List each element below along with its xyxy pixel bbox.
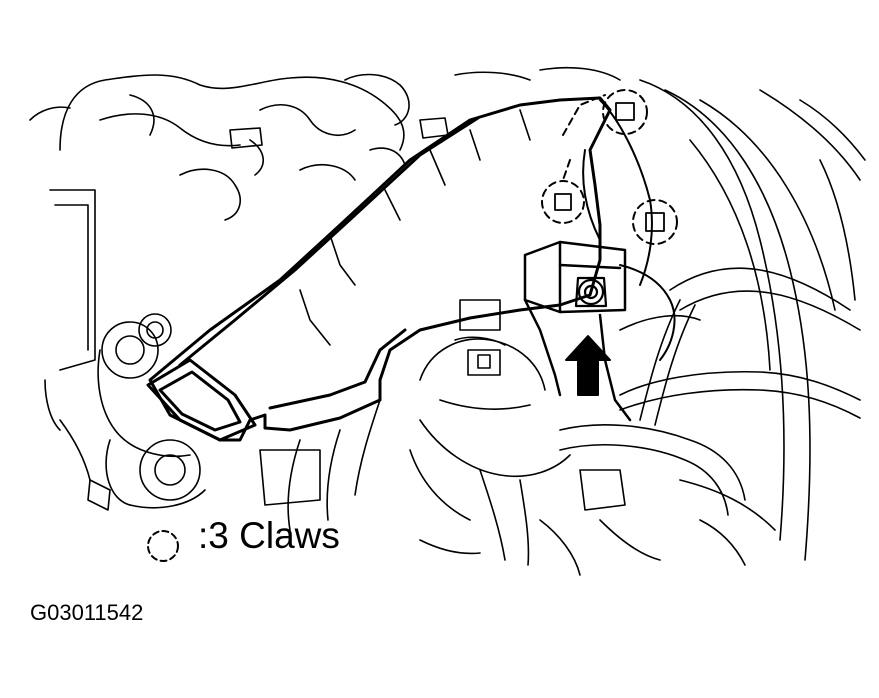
figure-code: G03011542 [30, 600, 144, 625]
claw-marker-2 [541, 180, 585, 224]
background-engine-parts [29, 66, 866, 576]
claw-markers [541, 89, 678, 245]
claw-marker-1 [602, 89, 648, 135]
arrow-up-icon [565, 335, 611, 396]
claw-clip-shapes [554, 102, 665, 232]
bolt-icon [574, 276, 608, 308]
air-duct [146, 96, 612, 442]
legend-label: :3 Claws [198, 515, 340, 556]
claw-marker-3 [632, 199, 678, 245]
mounting-bracket [523, 240, 632, 422]
dashed-circle-icon [147, 530, 179, 562]
